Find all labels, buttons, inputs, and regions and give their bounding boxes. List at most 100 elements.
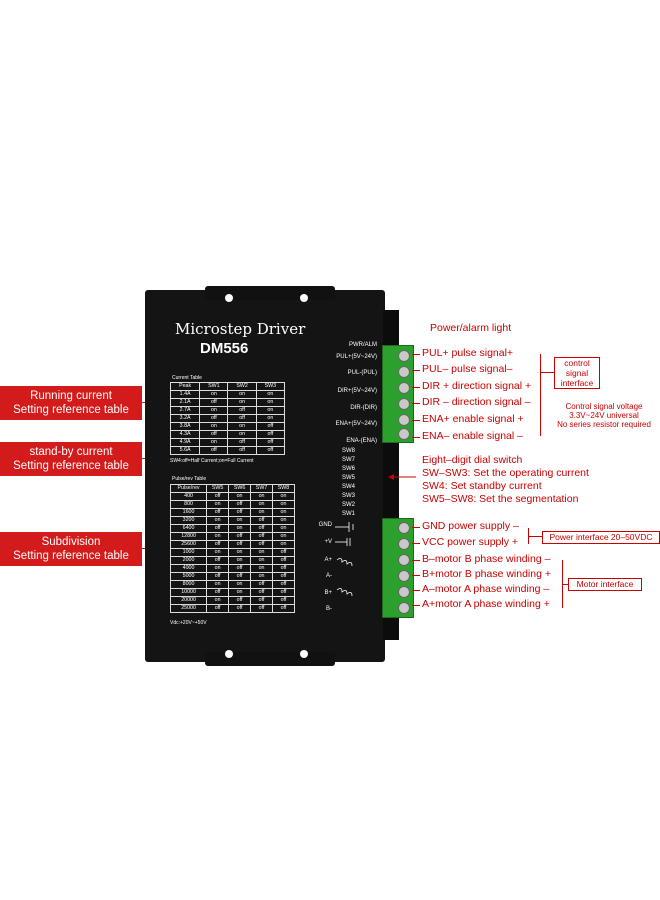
table-cell: on xyxy=(199,422,229,431)
table-cell: on xyxy=(228,524,252,533)
table-cell: off xyxy=(227,406,257,415)
table-cell: off xyxy=(206,540,230,549)
dial-switch-text: SW5–SW8: Set the segmentation xyxy=(422,493,579,505)
mount-hole xyxy=(225,650,233,658)
table-cell: 2000 xyxy=(169,556,208,565)
table-cell: off xyxy=(228,572,252,581)
table-cell: off xyxy=(272,564,295,573)
table-cell: 2.7A xyxy=(169,406,201,415)
table-cell: off xyxy=(227,414,257,423)
callout-line: Running current xyxy=(30,390,112,402)
table-cell: 1.4A xyxy=(169,390,201,399)
label-leader xyxy=(412,370,420,371)
signal-label: PUL– pulse signal– xyxy=(422,363,513,375)
table-cell: on xyxy=(250,508,274,517)
table-cell: on xyxy=(206,580,230,589)
table-cell: off xyxy=(199,430,229,439)
table-header-cell: SW5 xyxy=(206,484,230,493)
table-cell: on xyxy=(272,524,295,533)
table-cell: 25600 xyxy=(169,540,208,549)
table-cell: off xyxy=(228,564,252,573)
label-leader xyxy=(412,543,420,544)
label-leader xyxy=(412,575,420,576)
table-cell: on xyxy=(255,398,286,407)
table-cell: 1000 xyxy=(169,548,208,557)
bracket-line xyxy=(540,354,541,436)
table-cell: off xyxy=(250,532,274,541)
terminal-screw xyxy=(398,522,410,534)
motor-label: B+motor B phase winding + xyxy=(422,568,551,580)
table-header-cell: SW7 xyxy=(250,484,274,493)
note-line: No series resistor required xyxy=(557,420,651,429)
terminal-screw xyxy=(398,538,410,550)
table-cell: on xyxy=(272,500,295,509)
dial-switch-text: Eight–digit dial switch xyxy=(422,454,523,466)
table-cell: off xyxy=(255,446,286,455)
table-cell: on xyxy=(272,508,295,517)
table-cell: on xyxy=(206,532,230,541)
switch-label: SW3 xyxy=(342,493,356,499)
table-cell: off xyxy=(228,500,252,509)
table-cell: 4.3A xyxy=(169,430,201,439)
label-leader xyxy=(412,527,420,528)
table-cell: on xyxy=(272,532,295,541)
terminal-screw xyxy=(398,398,410,410)
running-current-callout: Running current Setting reference table xyxy=(0,386,142,420)
terminal-screw xyxy=(398,554,410,566)
table-cell: 2.1A xyxy=(169,398,201,407)
table-cell: on xyxy=(250,556,274,565)
table-cell: on xyxy=(250,548,274,557)
table-header-cell: SW6 xyxy=(228,484,252,493)
table-cell: 400 xyxy=(169,492,208,501)
pin-label: DIR+(5V~24V) xyxy=(337,388,377,394)
table-cell: off xyxy=(228,596,252,605)
sw4-note: SW4:off=Half Current;on=Full Current xyxy=(170,458,254,464)
pin-label: B+ xyxy=(324,590,332,596)
pin-label: A- xyxy=(326,573,332,579)
label-leader xyxy=(412,590,420,591)
table-cell: 10000 xyxy=(169,588,208,597)
power-alarm-light-label: Power/alarm light xyxy=(430,322,512,334)
motor-label: B–motor B phase winding – xyxy=(422,553,551,565)
table-cell: 8000 xyxy=(169,580,208,589)
signal-label: ENA– enable signal – xyxy=(422,430,523,442)
table-cell: 4.9A xyxy=(169,438,201,447)
table-cell: 5000 xyxy=(169,572,208,581)
label-leader xyxy=(412,420,420,421)
table-cell: off xyxy=(250,604,274,613)
table-cell: off xyxy=(206,604,230,613)
table-cell: off xyxy=(199,414,229,423)
terminal-screw xyxy=(398,428,410,440)
callout-line: stand-by current xyxy=(29,446,113,458)
table-cell: on xyxy=(206,516,230,525)
motor-label: A+motor A phase winding + xyxy=(422,598,550,610)
table-cell: off xyxy=(255,430,286,439)
pin-label: GND xyxy=(318,522,332,528)
table-cell: off xyxy=(272,548,295,557)
bracket-line xyxy=(540,372,554,373)
callout-line: Setting reference table xyxy=(13,460,129,472)
table-header-cell: Pulse/rev xyxy=(169,484,208,493)
table-cell: on xyxy=(250,500,274,509)
pin-label: +V xyxy=(324,539,332,545)
pin-label: PUL-(PUL) xyxy=(347,370,377,376)
table-cell: off xyxy=(272,604,295,613)
table-cell: off xyxy=(250,580,274,589)
table-cell: 1600 xyxy=(169,508,208,517)
table-cell: off xyxy=(227,446,257,455)
table-cell: 4000 xyxy=(169,564,208,573)
terminal-screw xyxy=(398,382,410,394)
table-cell: on xyxy=(228,492,252,501)
table-cell: 3.8A xyxy=(169,422,201,431)
table-cell: on xyxy=(199,390,229,399)
table-cell: on xyxy=(199,406,229,415)
